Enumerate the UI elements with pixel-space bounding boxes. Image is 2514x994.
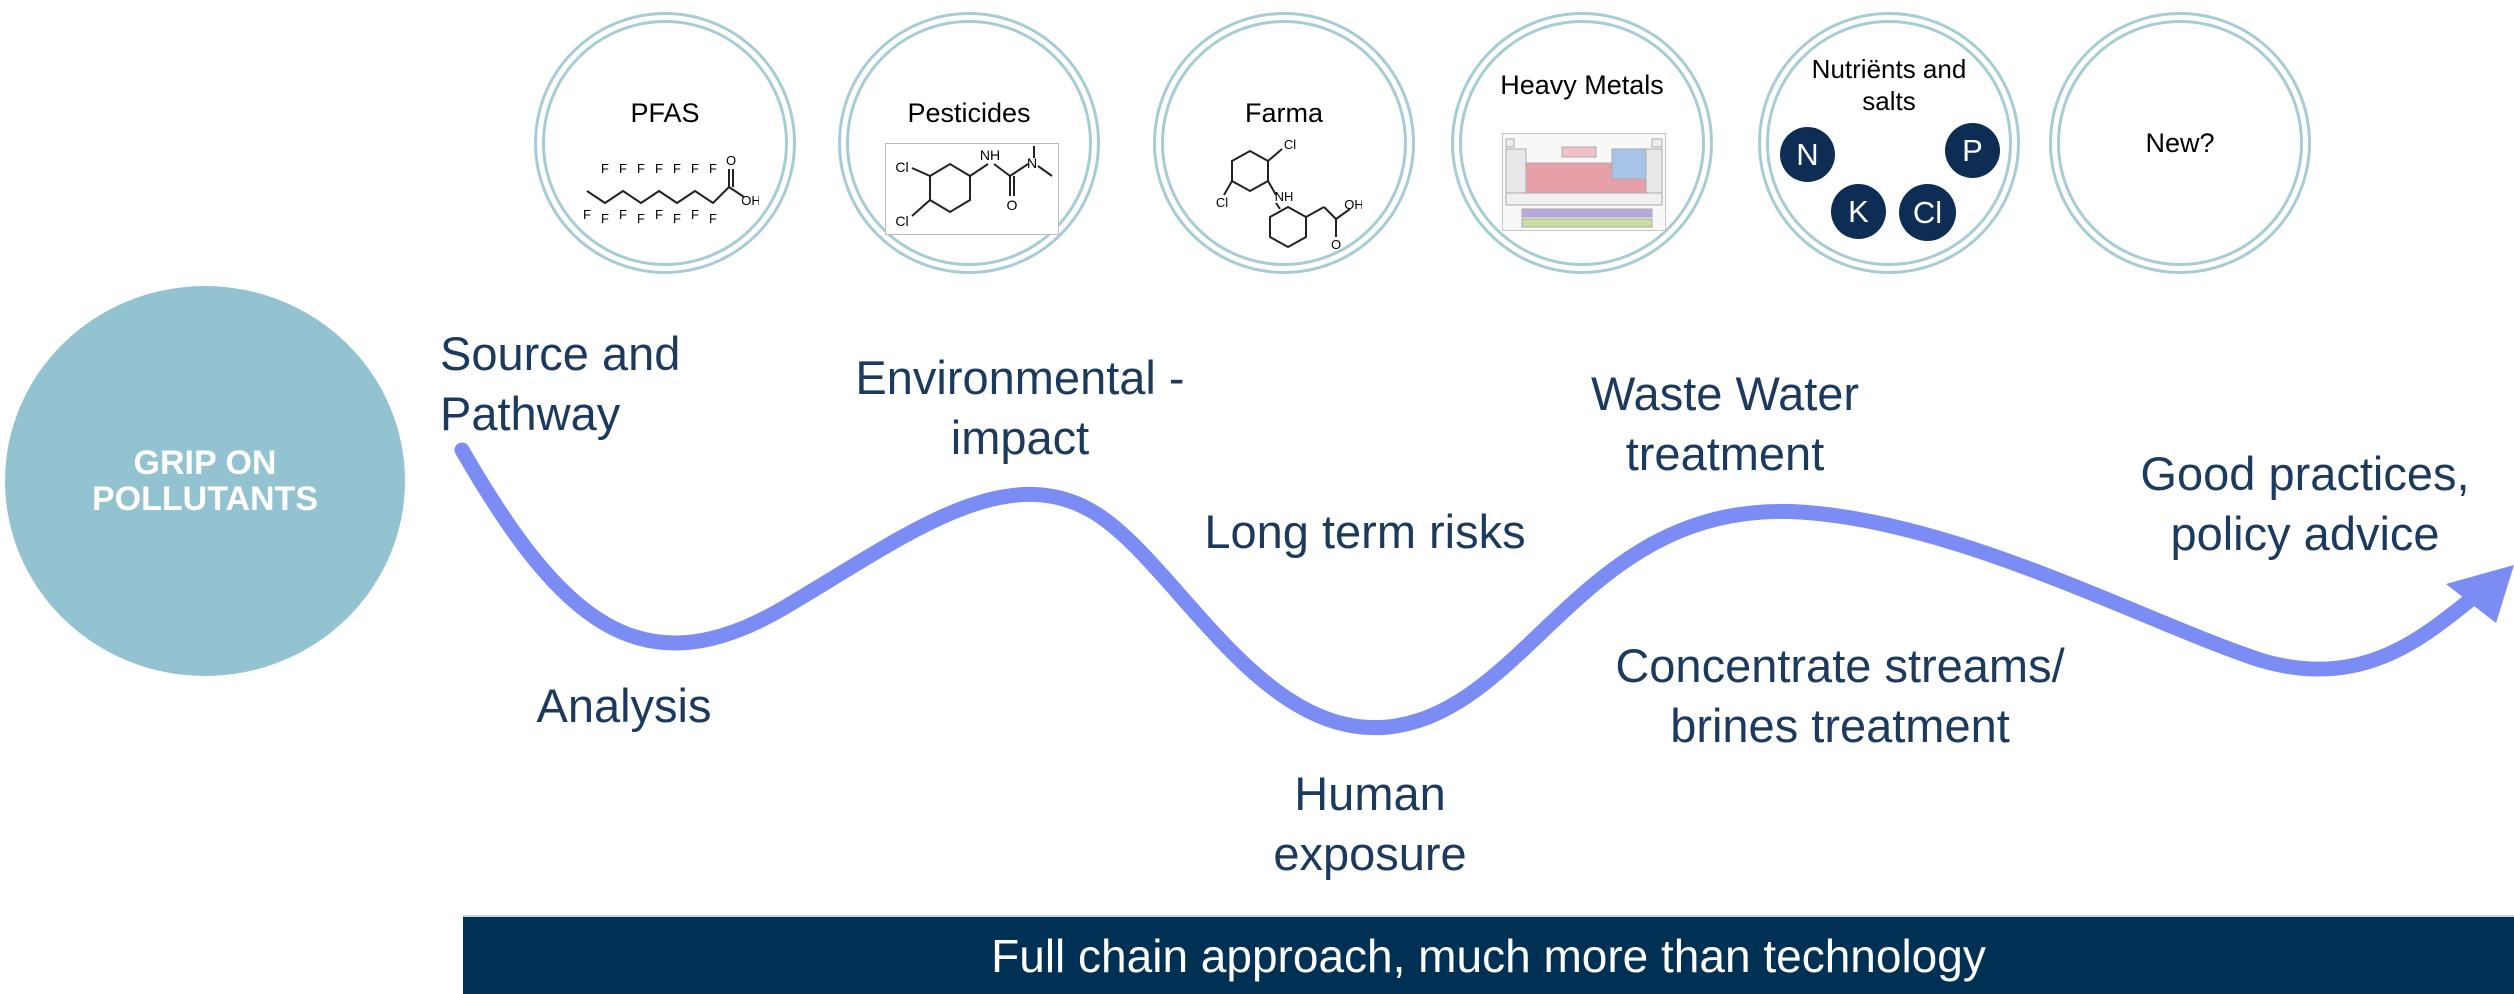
category-label-new: New? <box>2145 128 2215 158</box>
pfas-f-9: F <box>601 211 609 226</box>
grip-on-pollutants-hub: GRIP ON POLLUTANTS <box>5 286 405 676</box>
step-long-term-risks: Long term risks <box>1204 505 1526 558</box>
pfas-f-6: F <box>691 161 699 176</box>
pfas-f-2: F <box>619 161 627 176</box>
farma-cl-2: Cl <box>1216 195 1228 210</box>
wave-arrowhead <box>2446 565 2514 623</box>
pfas-f-4: F <box>655 161 663 176</box>
element-badge-n: N <box>1780 127 1835 182</box>
category-label-pesticides: Pesticides <box>907 98 1031 128</box>
full-chain-banner: Full chain approach, much more than tech… <box>463 915 2514 994</box>
periodic-table-icon <box>1502 133 1666 231</box>
pfas-f-12: F <box>655 207 663 222</box>
pfas-oh: OH <box>741 193 759 208</box>
farma-o: O <box>1331 237 1341 252</box>
pfas-f-13: F <box>673 211 681 226</box>
hub-label: GRIP ON POLLUTANTS <box>91 444 318 518</box>
pesticide-o: O <box>1007 197 1018 213</box>
category-nutrients-and-salts: Nutriënts and salts N P K Cl <box>1758 12 2020 274</box>
pfas-f-1: F <box>601 161 609 176</box>
pfas-f-11: F <box>637 211 645 226</box>
wave-path <box>454 442 2478 735</box>
pesticide-structure-frame: Cl Cl NH O N <box>885 143 1059 235</box>
category-label-pfas: PFAS <box>630 98 700 128</box>
pfas-f-10: F <box>619 207 627 222</box>
pfas-f-14: F <box>691 207 699 222</box>
pesticide-n: N <box>1027 155 1037 171</box>
farma-molecule-icon: Cl Cl NH O OH <box>1216 137 1362 252</box>
pfas-f-7: F <box>709 161 717 176</box>
category-farma: Farma Cl Cl NH O OH <box>1153 12 1415 274</box>
step-environmental-impact: Environmental - impact <box>855 351 1185 464</box>
category-label-heavy-metals: Heavy Metals <box>1500 70 1664 100</box>
farma-cl-1: Cl <box>1284 137 1296 152</box>
pesticide-cl-1: Cl <box>895 159 908 175</box>
element-badge-cl: Cl <box>1899 184 1956 241</box>
element-badge-p: P <box>1945 123 2000 178</box>
pfas-o: O <box>726 153 736 168</box>
pesticide-molecule-icon: Cl Cl NH O N <box>895 146 1053 229</box>
step-human-exposure: Human exposure <box>1273 767 1467 880</box>
step-good-practices: Good practices, policy advice <box>2140 447 2470 560</box>
pfas-molecule-icon: F F F F F F F F F F F F F F F O OH <box>583 153 759 226</box>
step-concentrate-streams: Concentrate streams/ brines treatment <box>1615 639 2065 752</box>
category-pfas: PFAS F F F F F F F F F F F F F F F O OH <box>534 12 796 274</box>
banner-text: Full chain approach, much more than tech… <box>991 929 1986 982</box>
element-badge-k: K <box>1831 184 1886 239</box>
pesticide-cl-2: Cl <box>895 213 908 229</box>
pesticide-nh: NH <box>980 147 1000 163</box>
category-label-nutrients: Nutriënts and salts <box>1811 54 1967 116</box>
category-heavy-metals: Heavy Metals <box>1451 12 1713 274</box>
category-new: New? <box>2049 12 2311 274</box>
pfas-f-5: F <box>673 161 681 176</box>
pfas-f-8: F <box>583 207 591 222</box>
farma-nh: NH <box>1275 189 1294 204</box>
step-waste-water-treatment: Waste Water treatment <box>1590 367 1860 480</box>
step-analysis: Analysis <box>536 679 712 732</box>
pfas-f-15: F <box>709 211 717 226</box>
pfas-f-3: F <box>637 161 645 176</box>
category-label-farma: Farma <box>1244 98 1323 128</box>
farma-oh: OH <box>1344 197 1362 212</box>
category-pesticides: Pesticides Cl Cl NH O N <box>838 12 1100 274</box>
step-source-and-pathway: Source and Pathway <box>440 327 681 440</box>
